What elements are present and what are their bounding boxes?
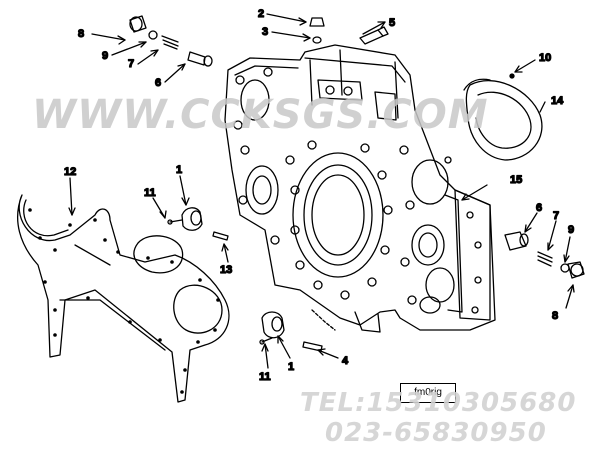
callout-11-upper: 11 (144, 187, 156, 199)
callout-7-right: 7 (553, 210, 559, 222)
callout-8-right: 8 (552, 310, 558, 322)
callout-11-lower: 11 (259, 371, 271, 383)
leader-arrows (68, 13, 575, 369)
gasket-12 (17, 194, 230, 403)
callout-9-right: 9 (568, 224, 574, 236)
pin-13 (212, 231, 229, 241)
gear-housing (224, 44, 496, 333)
gasket-bolt-holes (28, 208, 220, 394)
callout-14: 14 (551, 95, 564, 107)
callout-1-lower: 1 (288, 361, 294, 373)
callout-1-upper: 1 (176, 164, 182, 176)
callout-13: 13 (220, 264, 232, 276)
watermark-site: WWW.CCKSGS.COM (32, 92, 489, 138)
callout-6-right: 6 (536, 202, 542, 214)
plug-10 (509, 73, 515, 79)
housing-bolt-bosses (233, 67, 482, 314)
callout-9-top-left: 9 (102, 50, 108, 62)
seal-14 (463, 78, 543, 161)
callout-12: 12 (64, 166, 76, 178)
fittings-top (309, 17, 389, 45)
callout-3: 3 (262, 26, 268, 38)
callout-8-top-left: 8 (78, 28, 84, 40)
callout-2: 2 (258, 8, 264, 20)
figure-tag: fm0rig (400, 383, 456, 403)
callout-10: 10 (539, 52, 551, 64)
callout-4: 4 (342, 355, 349, 367)
callout-15: 15 (510, 174, 522, 186)
cap-1-lower (259, 311, 285, 345)
callout-7-top-left: 7 (128, 58, 134, 70)
plug-assembly-top-left (129, 15, 213, 67)
callout-5: 5 (389, 17, 395, 29)
cap-1-upper (167, 207, 203, 231)
watermark-fax: 023-65830950 (325, 418, 547, 448)
callout-6-top-left: 6 (155, 77, 161, 89)
leader-line-pin (311, 309, 336, 331)
watermark-tel: TEL:15310305680 (300, 388, 577, 418)
plug-assembly-right (504, 231, 585, 279)
